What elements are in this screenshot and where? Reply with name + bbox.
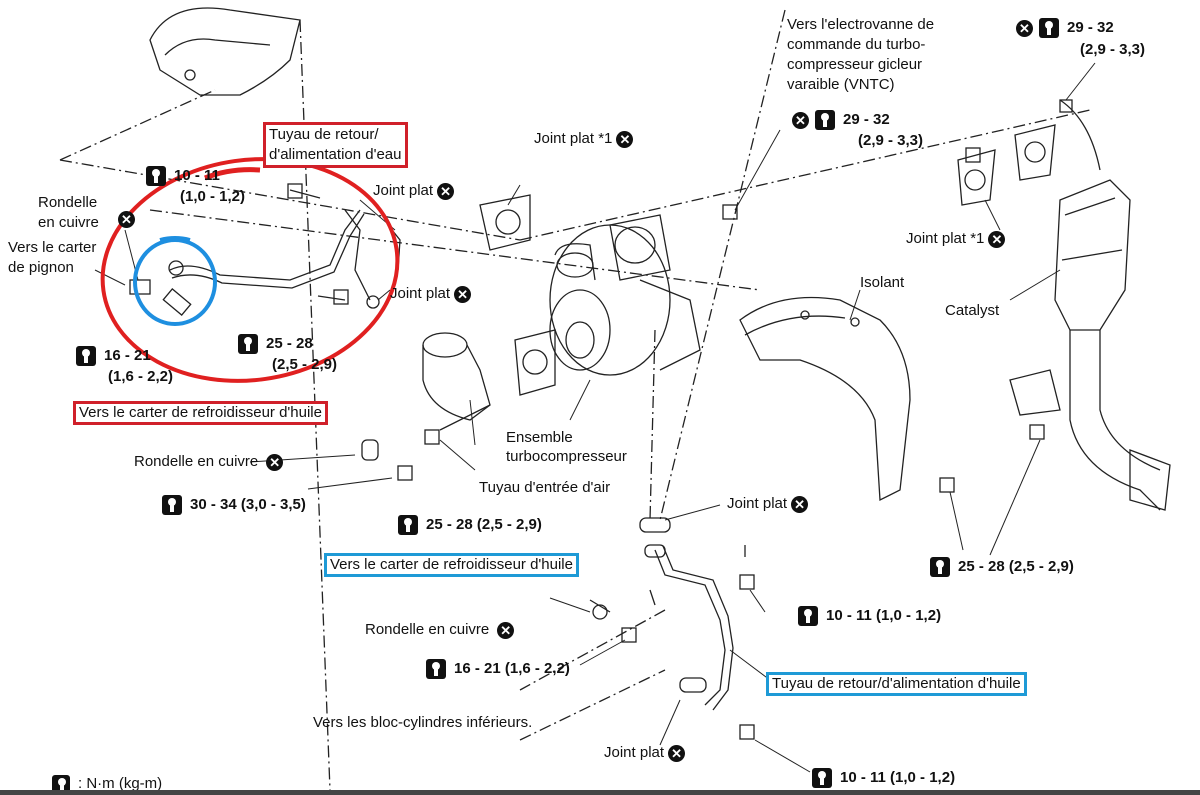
x-mark-icon: ✕ <box>791 495 809 513</box>
vers-carter-pignon-label: Vers le carter de pignon <box>8 239 97 276</box>
wrench-icon <box>52 775 70 794</box>
oil-pipe-callout-blue: Tuyau de retour/d'alimentation d'huile <box>766 672 1027 696</box>
x-mark-rondelle: ✕ <box>114 210 135 228</box>
oil-cooler-callout-blue: Vers le carter de refroidisseur d'huile <box>324 553 579 577</box>
air-inlet-pipe <box>422 332 491 431</box>
torque-25-28-a: 25 - 28 <box>238 334 313 354</box>
tuyau-entree-air-label: Tuyau d'entrée d'air <box>479 479 611 496</box>
wrench-icon <box>238 334 258 354</box>
water-pipe <box>129 183 401 316</box>
x-mark-icon: ✕ <box>792 111 809 129</box>
isolant-label: Isolant <box>860 274 905 291</box>
vers-bloc-label: Vers les bloc-cylindres inférieurs. <box>313 714 533 731</box>
gaskets <box>479 124 1056 396</box>
torque-16-21-low: 16 - 21 (1,6 - 2,2) <box>426 659 570 679</box>
torque-10-11-a: 10 - 11 <box>146 166 220 186</box>
bottom-border <box>0 790 1200 795</box>
rondelle-cuivre-mid-label: Rondelle en cuivre✕ <box>134 453 284 471</box>
torque-10-11-b: 10 - 11 (1,0 - 1,2) <box>798 606 941 626</box>
joint-plat-d-label: Joint plat✕ <box>604 744 686 762</box>
torque-16-21-kgm: (1,6 - 2,2) <box>108 368 174 385</box>
bolts <box>361 99 1073 493</box>
turbocharger <box>549 214 701 376</box>
wrench-icon <box>815 110 835 130</box>
joint-plat-c-label: Joint plat✕ <box>727 495 809 513</box>
catalyst <box>1009 99 1171 511</box>
x-mark-icon: ✕ <box>668 744 686 762</box>
wrench-icon <box>930 557 950 577</box>
joint-plat-1-top-label: Joint plat *1✕ <box>534 130 634 148</box>
blue-annotation-circle <box>133 238 217 326</box>
torque-30-34: 30 - 34 (3,0 - 3,5) <box>162 495 306 515</box>
torque-top-right: ✕29 - 32 <box>1016 18 1114 38</box>
torque-10-11-c: 10 - 11 (1,0 - 1,2) <box>812 768 955 788</box>
water-pipe-callout: Tuyau de retour/ d'alimentation d'eau <box>263 122 408 168</box>
torque-top-right-kgm: (2,9 - 3,3) <box>1080 41 1146 58</box>
catalyst-label: Catalyst <box>945 302 1000 319</box>
x-mark-icon: ✕ <box>988 230 1006 248</box>
wrench-icon <box>812 768 832 788</box>
x-mark-icon: ✕ <box>266 453 284 471</box>
torque-25-28-c: 25 - 28 (2,5 - 2,9) <box>930 557 1074 577</box>
red-annotation-tail <box>204 167 261 181</box>
blue-annotation-tail <box>159 236 191 242</box>
torque-top-mid: ✕29 - 32 <box>792 110 890 130</box>
x-mark-icon: ✕ <box>454 285 472 303</box>
joint-plat-b-label: Joint plat✕ <box>390 285 472 303</box>
wrench-icon <box>146 166 166 186</box>
torque-25-28-b: 25 - 28 (2,5 - 2,9) <box>398 515 542 535</box>
vers-electrovanne-label: Vers l'electrovanne de commande du turbo… <box>787 16 935 93</box>
x-mark-icon: ✕ <box>437 182 455 200</box>
rondelle-cuivre-low-label: Rondelle en cuivre✕ <box>365 621 515 639</box>
red-annotation-circle <box>100 157 400 383</box>
ensemble-turbo-label: Ensemble turbocompresseur <box>506 429 627 465</box>
joint-plat-1-right-label: Joint plat *1✕ <box>906 230 1006 248</box>
joint-plat-a-label: Joint plat✕ <box>373 182 455 200</box>
wrench-icon <box>398 515 418 535</box>
wrench-icon <box>798 606 818 626</box>
oil-pipe <box>589 517 755 740</box>
x-mark-icon: ✕ <box>118 210 135 228</box>
wrench-icon <box>1039 18 1059 38</box>
rondelle-cuivre-label: Rondelle en cuivre <box>38 194 99 231</box>
wrench-icon <box>76 346 96 366</box>
torque-25-28-a-kgm: (2,5 - 2,9) <box>272 356 338 373</box>
x-mark-icon: ✕ <box>616 130 634 148</box>
exhaust-manifold <box>149 7 301 96</box>
heat-insulator <box>739 296 911 502</box>
oil-cooler-callout-red: Vers le carter de refroidisseur d'huile <box>73 401 328 425</box>
x-mark-icon: ✕ <box>497 621 515 639</box>
torque-10-11-a-kgm: (1,0 - 1,2) <box>180 188 246 205</box>
leader-lines <box>94 62 1096 773</box>
wrench-icon <box>162 495 182 515</box>
wrench-icon <box>426 659 446 679</box>
torque-top-mid-kgm: (2,9 - 3,3) <box>858 132 924 149</box>
legend-unit: : N·m (kg-m) <box>52 775 162 794</box>
x-mark-icon: ✕ <box>1016 19 1033 37</box>
torque-16-21: 16 - 21 <box>76 346 151 366</box>
